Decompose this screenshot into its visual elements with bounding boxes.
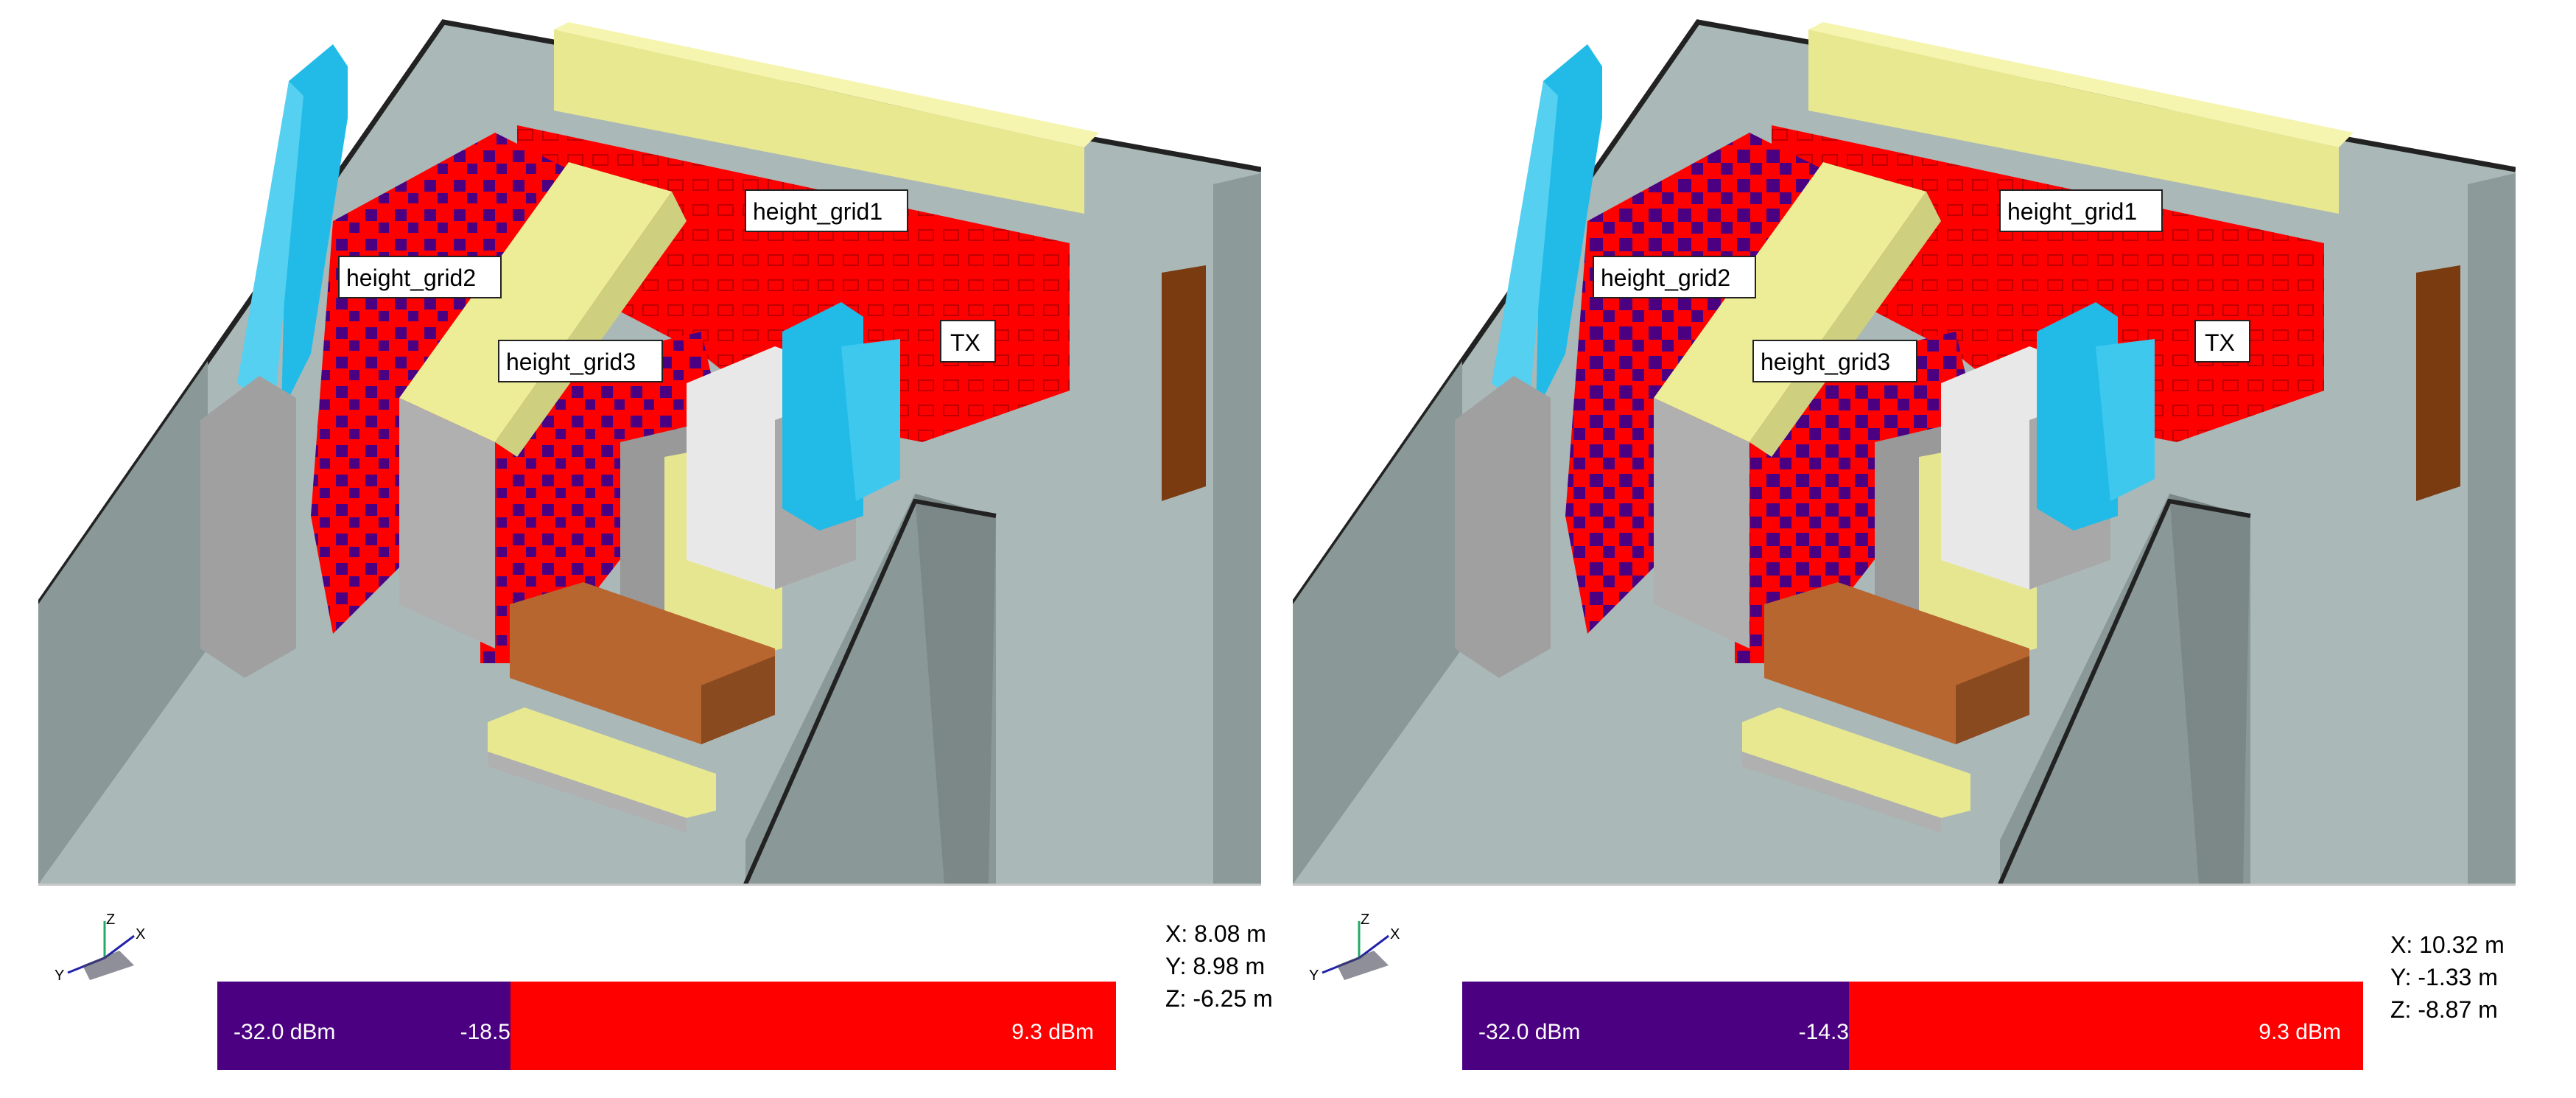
label-height-grid1[interactable]: height_grid1 — [1999, 189, 2163, 232]
viewport-divider — [1293, 884, 2516, 886]
colorbar-mid-label: -18.5 — [460, 1020, 510, 1044]
signal-colorbar: -32.0 dBm -18.5 9.3 dBm — [217, 982, 1116, 1070]
svg-text:height_grid3: height_grid3 — [1761, 349, 1890, 375]
viewer-panel-right: height_grid1 height_grid2 height_grid3 T… — [1293, 0, 2516, 1098]
label-height-grid1[interactable]: height_grid1 — [745, 189, 908, 232]
colorbar-high-segment: 9.3 dBm — [510, 982, 1116, 1070]
colorbar-low-segment: -32.0 dBm -14.3 — [1462, 982, 1849, 1070]
svg-text:height_grid2: height_grid2 — [346, 265, 476, 291]
colorbar-min-label: -32.0 dBm — [1478, 1020, 1581, 1044]
door — [1162, 265, 1206, 501]
colorbar-low-segment: -32.0 dBm -18.5 — [217, 982, 510, 1070]
label-height-grid3[interactable]: height_grid3 — [1752, 340, 1917, 382]
svg-text:height_grid1: height_grid1 — [2007, 198, 2137, 225]
shelf-yellow-top — [1808, 29, 2339, 214]
scene-3d-viewport[interactable]: height_grid1 height_grid2 height_grid3 T… — [1293, 0, 2516, 884]
svg-text:height_grid3: height_grid3 — [506, 349, 636, 375]
colorbar-mid-label: -14.3 — [1798, 1020, 1849, 1044]
colorbar-high-segment: 9.3 dBm — [1849, 982, 2363, 1070]
axis-triad-icon: Z X Y — [1309, 914, 1400, 984]
label-tx[interactable]: TX — [940, 320, 996, 363]
coord-x: X: 8.08 m — [1165, 920, 1266, 947]
svg-text:height_grid1: height_grid1 — [753, 198, 882, 225]
svg-text:Z: Z — [1361, 914, 1369, 928]
coord-y: Y: -1.33 m — [2390, 964, 2498, 990]
viewer-panel-left: height_grid1 height_grid2 height_grid3 T… — [38, 0, 1273, 1098]
svg-text:TX: TX — [2205, 329, 2235, 356]
door — [2416, 265, 2460, 501]
shelf-yellow-top — [554, 29, 1084, 214]
coord-y: Y: 8.98 m — [1165, 953, 1266, 979]
svg-text:X: X — [1390, 926, 1400, 943]
coord-x: X: 10.32 m — [2390, 931, 2505, 958]
svg-text:Z: Z — [106, 914, 115, 928]
svg-text:height_grid2: height_grid2 — [1601, 265, 1730, 291]
axis-triad-icon: Z X Y — [55, 914, 145, 984]
svg-text:Y: Y — [1309, 968, 1319, 984]
viewport-divider — [38, 884, 1261, 886]
cursor-coordinates: X: 8.08 m Y: 8.98 m Z: -6.25 m — [1165, 917, 1273, 1015]
label-height-grid3[interactable]: height_grid3 — [498, 340, 663, 382]
label-height-grid2[interactable]: height_grid2 — [338, 256, 502, 298]
coord-z: Z: -8.87 m — [2390, 996, 2498, 1023]
cursor-coordinates: X: 10.32 m Y: -1.33 m Z: -8.87 m — [2390, 929, 2505, 1026]
svg-text:TX: TX — [950, 329, 980, 356]
svg-text:Y: Y — [55, 968, 64, 984]
colorbar-min-label: -32.0 dBm — [234, 1020, 336, 1044]
signal-colorbar: -32.0 dBm -14.3 9.3 dBm — [1462, 982, 2363, 1070]
scene-3d-viewport[interactable]: height_grid1 height_grid2 height_grid3 T… — [38, 0, 1261, 884]
colorbar-max-label: 9.3 dBm — [1011, 1020, 1094, 1044]
colorbar-max-label: 9.3 dBm — [2259, 1020, 2341, 1044]
coord-z: Z: -6.25 m — [1165, 985, 1273, 1012]
label-height-grid2[interactable]: height_grid2 — [1593, 256, 1756, 298]
svg-text:X: X — [136, 926, 145, 943]
label-tx[interactable]: TX — [2194, 320, 2250, 363]
